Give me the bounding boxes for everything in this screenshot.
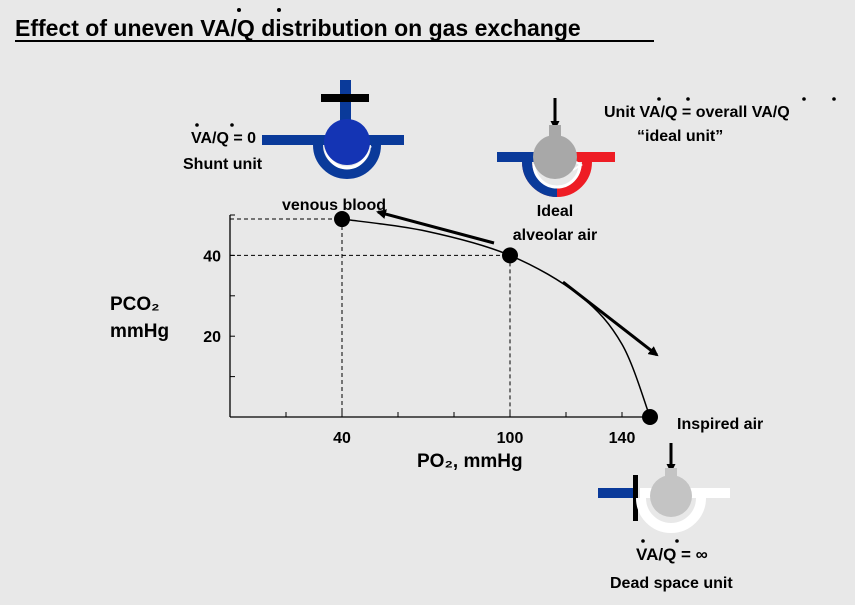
arrow-to-inspired [562, 280, 659, 357]
shunt-labels: VA/Q = 0 Shunt unit [183, 123, 263, 173]
x-tick-labels: 40 100 140 [333, 430, 635, 447]
ideal-label-line2: alveolar air [513, 227, 598, 244]
y-tick-label: 20 [203, 329, 221, 346]
title-dot-q [277, 8, 281, 12]
x-tick-label: 100 [497, 430, 524, 447]
guide-lines [230, 218, 511, 417]
x-axis-label: PO₂, mmHg [417, 451, 523, 472]
ideal-unit-diagram [497, 98, 615, 197]
ideal-label-line1: Ideal [537, 203, 573, 220]
dead-space-unit-diagram [598, 443, 730, 533]
shunt-unit-diagram [262, 80, 404, 179]
x-tick-label: 40 [333, 430, 351, 447]
data-point [502, 247, 518, 264]
y-axis-label-line2: mmHg [110, 321, 169, 342]
arrow-to-venous [376, 209, 495, 245]
y-tick-label: 40 [203, 248, 221, 265]
x-tick-label: 140 [609, 430, 636, 447]
data-points [334, 211, 658, 425]
y-axis-ticks [230, 214, 235, 378]
x-axis-ticks [285, 412, 623, 417]
ideal-unit-labels: Unit VA/Q = overall VA/Q “ideal unit” Id… [513, 97, 836, 244]
dead-ratio-label: VA/Q = ∞ [636, 545, 708, 564]
y-axis-label-line1: PCO₂ [110, 294, 160, 315]
page-title: Effect of uneven VA/Q distribution on ga… [15, 15, 581, 41]
venous-blood-label: venous blood [282, 197, 386, 214]
ideal-unit-quote: “ideal unit” [637, 128, 723, 145]
dead-space-labels: VA/Q = ∞ Dead space unit [610, 539, 733, 592]
inspired-air-label: Inspired air [677, 416, 763, 433]
unit-ratio-label: Unit VA/Q = overall VA/Q [604, 104, 790, 121]
vq-curve [341, 218, 651, 418]
shunt-name-label: Shunt unit [183, 156, 263, 173]
dead-name-label: Dead space unit [610, 575, 733, 592]
shunt-ratio-label: VA/Q = 0 [191, 130, 256, 147]
data-point [642, 409, 658, 425]
data-point [334, 211, 350, 228]
title-dot-v [237, 8, 241, 12]
